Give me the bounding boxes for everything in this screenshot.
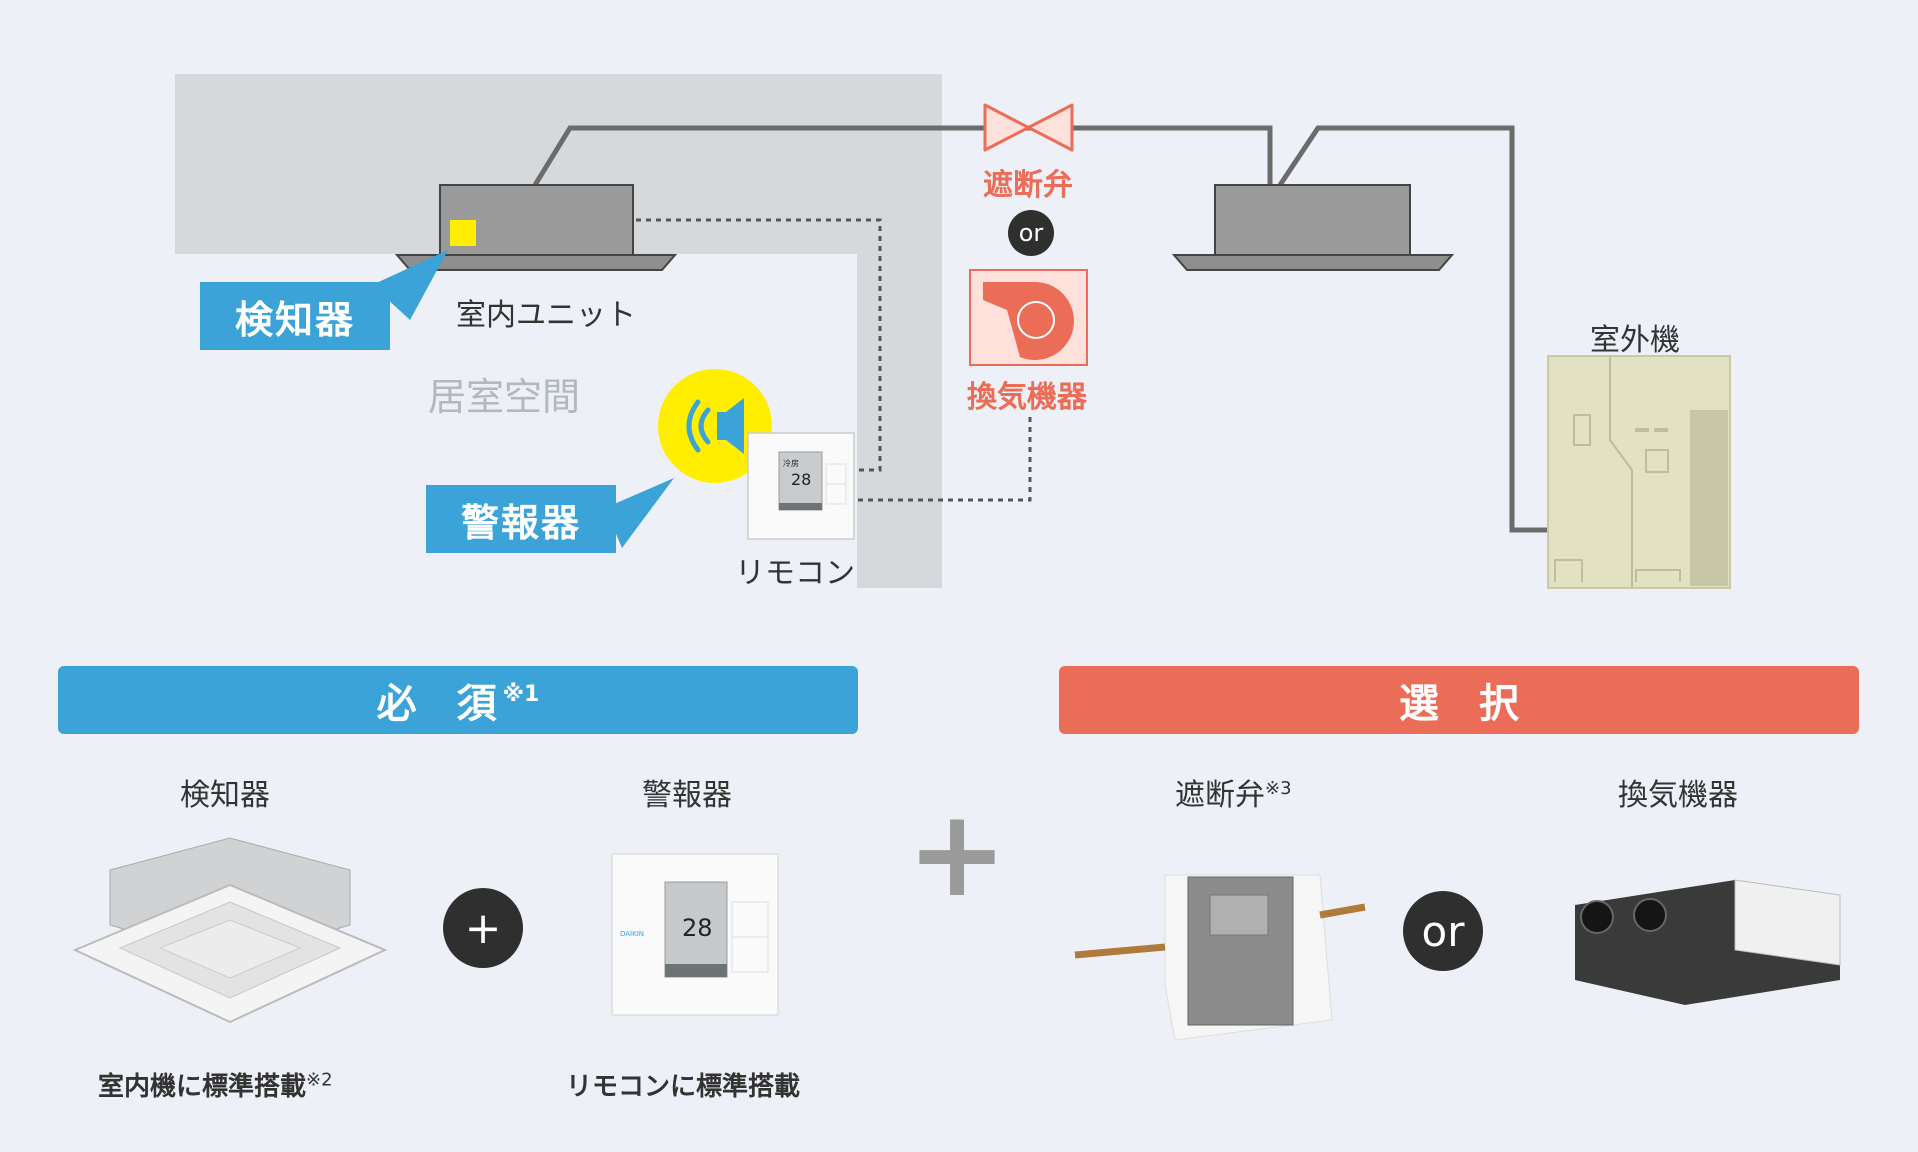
refrigerant-pipe-2 [1277,125,1548,533]
valve-title-note: ※3 [1265,778,1292,799]
required-note: ※1 [502,681,540,707]
shutoff-valve-image [1074,874,1366,1041]
signal-line-indoor-remote [636,218,882,472]
optional-title: 選 択 [1399,681,1519,727]
indoor-unit-label: 室内ユニット [456,298,636,333]
optional-banner: 選 択 [1059,666,1859,734]
room-label: 居室空間 [428,375,581,419]
valve-icon [983,103,1074,152]
room-ceiling-wall [175,74,942,588]
remote-controller [747,432,855,540]
refrigerant-pipe [532,125,1273,187]
indoor-unit-2-panel [1171,254,1455,271]
indoor-unit-2-body [1214,184,1411,256]
signal-line-remote-fan [858,415,1032,502]
svg-text:DAIKIN: DAIKIN [620,930,644,938]
speaker-icon [658,369,772,483]
alarm-title: 警報器 [642,778,732,813]
ventilation-label: 換気機器 [967,380,1087,415]
system-diagram [175,74,1731,589]
alarm-callout-pointer [605,478,674,548]
alarm-callout: 警報器 [426,485,616,553]
detector-caption-text: 室内機に標準搭載 [98,1072,307,1102]
alarm-caption: リモコンに標準搭載 [566,1072,801,1102]
valve-title-text: 遮断弁 [1175,778,1265,813]
detector-callout-pointer [372,250,448,320]
required-title: 必 須 [376,681,497,727]
plus-badge: + [443,888,523,968]
outdoor-unit [1547,355,1731,589]
ventilation-unit-image [1575,879,1841,1005]
svg-text:28: 28 [682,914,713,942]
detector-callout: 検知器 [200,282,390,350]
detector-marker [450,220,476,246]
required-banner: 必 須※1 [58,666,858,734]
remote-label: リモコン [735,556,855,591]
cassette-unit-image [72,837,388,1024]
outdoor-unit-label: 室外機 [1590,323,1680,358]
plus-big: + [906,785,1008,924]
remote-screen-mode: 冷房 [783,459,799,468]
fan-icon [969,269,1088,366]
remote-image: 28 DAIKIN [611,853,779,1016]
remote-screen-temp: 28 [791,470,812,489]
or-badge-bottom: or [1403,891,1483,971]
detector-caption-note: ※2 [306,1069,333,1091]
detector-title: 検知器 [180,778,270,813]
or-badge-diagram: or [1008,210,1054,256]
valve-title: 遮断弁※3 [1175,770,1292,814]
valve-label: 遮断弁 [983,168,1073,203]
detector-caption: 室内機に標準搭載※2 [98,1066,333,1103]
ventilation-title: 換気機器 [1618,778,1738,813]
indoor-unit-panel [394,254,678,271]
